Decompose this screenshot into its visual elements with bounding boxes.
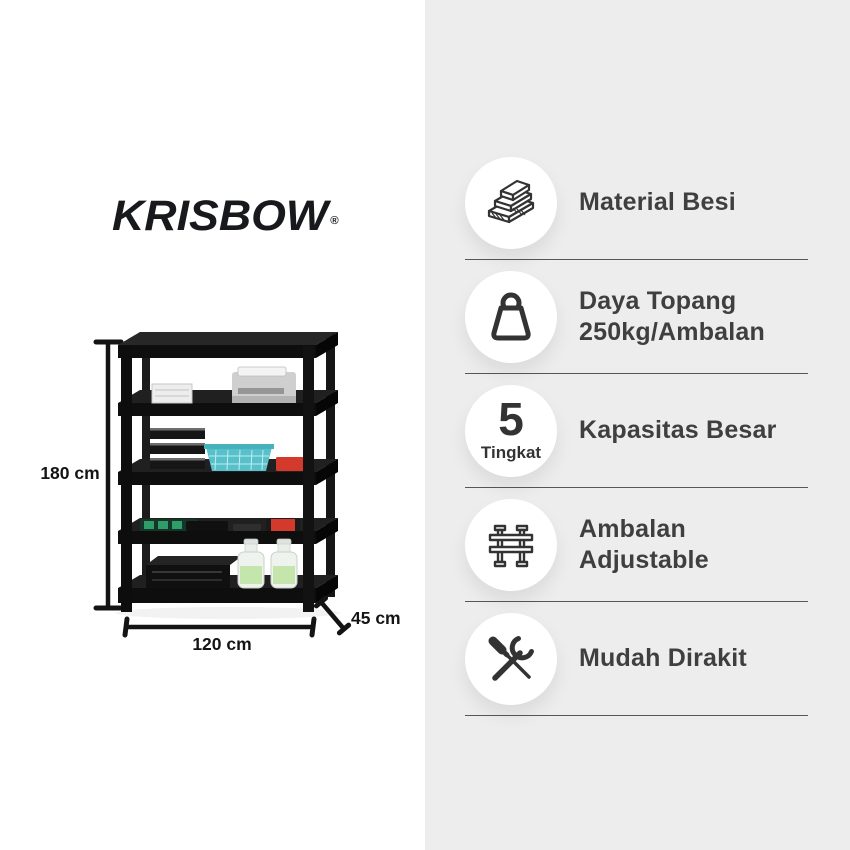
feature-row-material: Material Besi: [465, 146, 808, 260]
shelf-items: [140, 366, 304, 589]
depth-dimension-label: 45 cm: [351, 608, 400, 628]
steel-sheets-icon: [465, 156, 557, 249]
feature-text-capacity: Kapasitas Besar: [579, 416, 777, 445]
product-image: 180 cm: [40, 332, 400, 654]
feature-text-adjustable: Ambalan Adjustable: [579, 515, 709, 574]
feature-row-adjustable: Ambalan Adjustable: [465, 488, 808, 602]
rack-front-posts: [121, 346, 314, 612]
width-dimension-line: [122, 616, 317, 638]
feature-row-capacity: 5 Tingkat Kapasitas Besar: [465, 374, 808, 488]
weight-icon: [465, 270, 557, 363]
width-dimension-label: 120 cm: [192, 634, 251, 654]
five-tier-badge: 5 Tingkat: [465, 384, 557, 477]
height-dimension-line: [93, 339, 124, 611]
feature-text-material: Material Besi: [579, 188, 736, 217]
brand-logo-text: KRISBOW: [112, 192, 329, 240]
registered-trademark: ®: [330, 215, 339, 227]
tier-count: 5: [498, 393, 524, 446]
tier-count-label: Tingkat: [480, 442, 542, 462]
rack-shadow: [116, 607, 340, 619]
height-dimension-label: 180 cm: [40, 463, 99, 483]
feature-row-assembly: Mudah Dirakit: [465, 602, 808, 716]
tools-icon: [465, 612, 557, 705]
shelf-rack-icon: [465, 498, 557, 591]
depth-dimension-line: [313, 595, 352, 636]
feature-text-assembly: Mudah Dirakit: [579, 644, 747, 673]
brand-logo: KRISBOW®: [112, 192, 339, 241]
